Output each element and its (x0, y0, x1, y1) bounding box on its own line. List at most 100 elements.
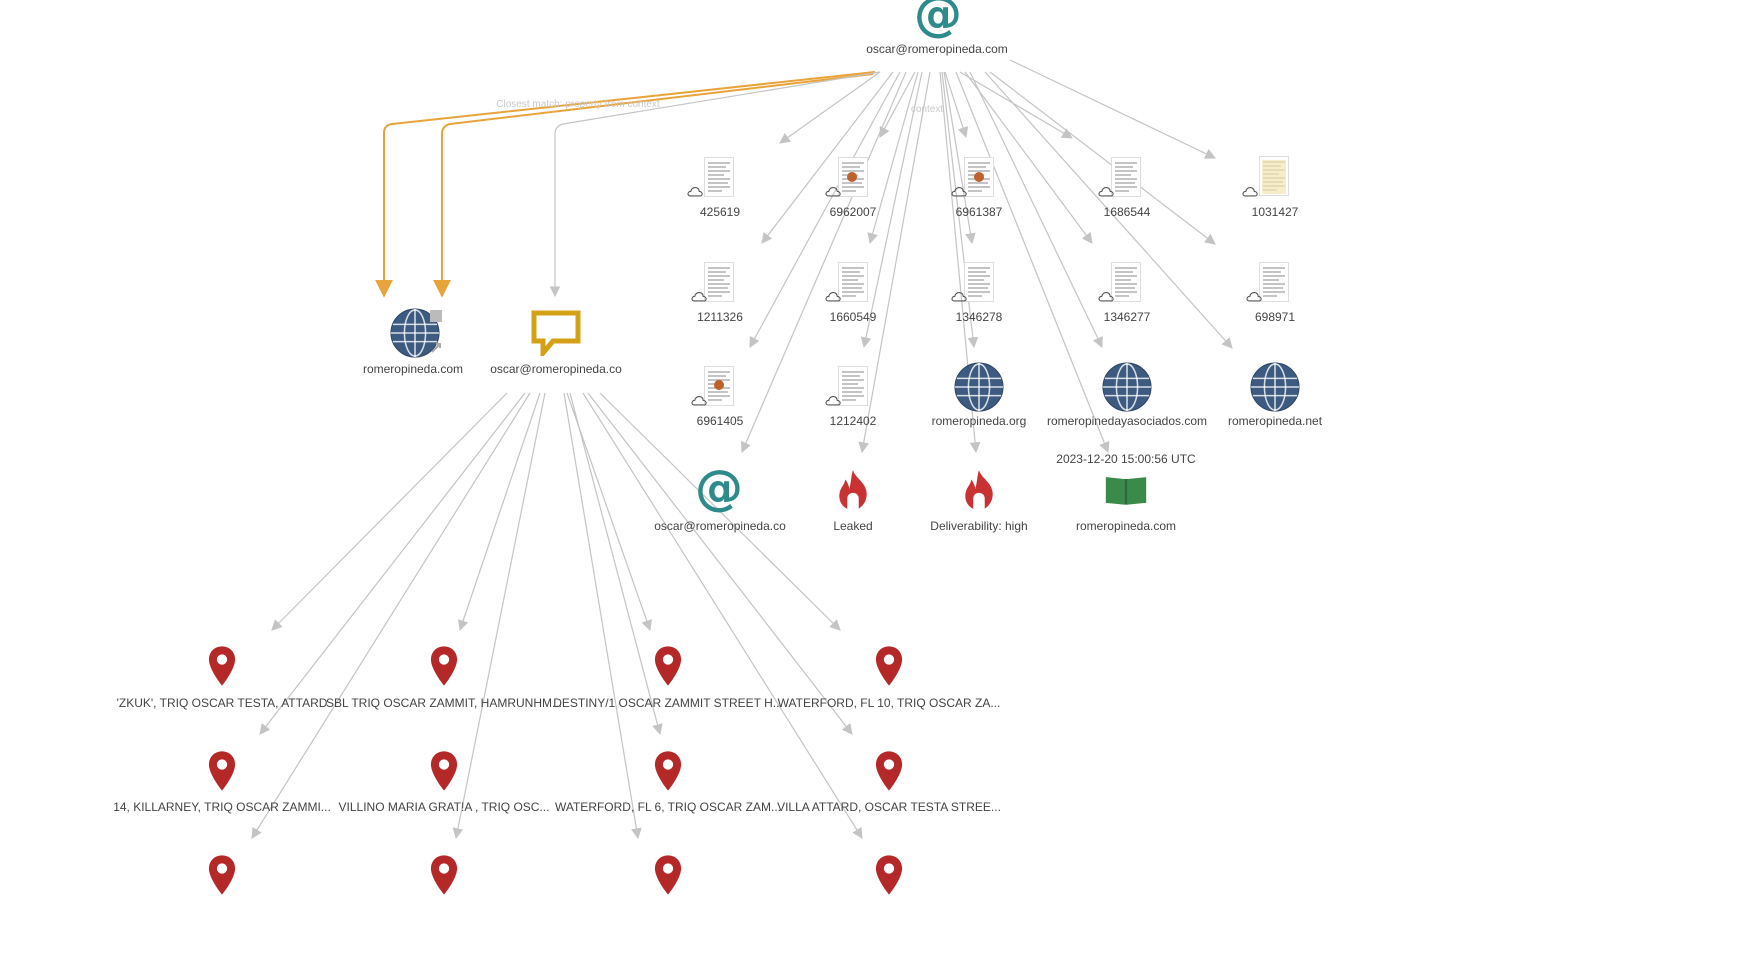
node-label: 6961387 (956, 205, 1003, 219)
globe-icon (954, 362, 1004, 412)
document-node[interactable]: 425619 (687, 157, 740, 220)
cloud-icon (1242, 187, 1258, 197)
edge (858, 71, 931, 454)
node-label: 1660549 (830, 310, 877, 324)
node-label: Deliverability: high (930, 519, 1027, 533)
domain-node[interactable]: romeropineda.org (932, 362, 1027, 428)
document-node[interactable]: 1686544 (1098, 157, 1151, 220)
node-label: WATERFORD, FL 10, TRIQ OSCAR ZA... (778, 696, 1001, 710)
cloud-icon (687, 187, 703, 197)
map-pin-icon (430, 855, 458, 895)
node-label: 'ZKUK', TRIQ OSCAR TESTA, ATTARD (117, 696, 328, 710)
address-node-partial[interactable] (654, 855, 682, 895)
document-icon (1111, 262, 1141, 302)
node-label: 1031427 (1252, 205, 1299, 219)
document-node[interactable]: 6961405 (691, 366, 744, 429)
root-node[interactable]: oscar@romeropineda.com (866, 0, 1008, 56)
address-node[interactable]: SBL TRIQ OSCAR ZAMMIT, HAMRUNHM... (326, 646, 562, 710)
edge (259, 392, 526, 735)
edge (943, 71, 976, 245)
node-label: 1346278 (956, 310, 1003, 324)
document-icon (1259, 262, 1289, 302)
node-label: romeropinedayasociados.com (1047, 414, 1207, 428)
document-node[interactable]: 1031427 (1242, 155, 1299, 220)
deliverability-node[interactable]: Deliverability: high (930, 469, 1028, 533)
map-pin-icon (208, 855, 236, 895)
document-node[interactable]: 1212402 (825, 366, 877, 429)
node-label: 698971 (1255, 310, 1295, 324)
document-node[interactable]: 6961387 (951, 157, 1003, 220)
edge (587, 392, 853, 735)
node-label: oscar@romeropineda.co (654, 519, 786, 533)
email-node[interactable]: oscar@romeropineda.co (654, 460, 786, 533)
chat-node-oscar[interactable]: oscar@romeropineda.co (490, 313, 622, 376)
node-label: VILLA ATTARD, OSCAR TESTA STREE... (777, 800, 1001, 814)
node-label: 6962007 (830, 205, 877, 219)
edge (582, 392, 863, 839)
edge (251, 392, 531, 839)
node-label: Leaked (833, 519, 872, 533)
document-node[interactable]: 1346277 (1098, 262, 1151, 325)
domain-node-romeropineda-com[interactable]: romeropineda.com (363, 308, 463, 376)
address-node-partial[interactable] (430, 855, 458, 895)
edge (779, 71, 881, 144)
address-node-partial[interactable] (875, 855, 903, 895)
edge (375, 71, 876, 298)
node-label: romeropineda.org (932, 414, 1027, 428)
node-label: 1686544 (1104, 205, 1151, 219)
address-node[interactable]: WATERFORD, FL 6, TRIQ OSCAR ZAM... (555, 751, 781, 814)
address-node[interactable]: WATERFORD, FL 10, TRIQ OSCAR ZA... (778, 646, 1001, 710)
node-label: romeropineda.com (1076, 519, 1176, 533)
domain-node[interactable]: romeropineda.net (1228, 362, 1323, 428)
address-node[interactable]: VILLINO MARIA GRAT!A , TRIQ OSC... (339, 751, 550, 814)
map-pin-icon (208, 646, 236, 686)
address-node[interactable]: 'ZKUK', TRIQ OSCAR TESTA, ATTARD (117, 646, 328, 710)
document-node[interactable]: 1346278 (951, 262, 1003, 325)
map-pin-icon (654, 855, 682, 895)
timestamp-label: 2023-12-20 15:00:56 UTC (1056, 452, 1196, 466)
edge (944, 71, 969, 139)
globe-icon (1250, 362, 1300, 412)
node-label: 6961405 (697, 414, 744, 428)
edge (452, 392, 546, 840)
expand-arrows-icon[interactable] (430, 310, 442, 353)
address-node[interactable]: DESTINY/1 OSCAR ZAMMIT STREET H... (553, 646, 783, 710)
edge (989, 71, 1216, 245)
address-node[interactable]: 14, KILLARNEY, TRIQ OSCAR ZAMMI... (113, 751, 331, 814)
document-icon (1111, 157, 1141, 197)
document-node[interactable]: 1660549 (825, 262, 877, 325)
document-node[interactable]: 1211326 (691, 262, 743, 325)
edge-label-closest-match: Closest match: property from context (496, 99, 660, 110)
document-node[interactable]: 698971 (1246, 262, 1295, 325)
document-node[interactable]: 6962007 (825, 157, 877, 220)
flame-icon (839, 469, 867, 511)
domain-node[interactable]: romeropinedayasociados.com (1047, 362, 1207, 428)
node-label: 1211326 (697, 310, 743, 324)
address-node[interactable]: VILLA ATTARD, OSCAR TESTA STREE... (777, 751, 1001, 814)
leak-node[interactable]: Leaked (833, 469, 873, 533)
document-icon (838, 366, 868, 406)
node-label: romeropineda.com (363, 362, 463, 376)
node-label: 1212402 (830, 414, 877, 428)
edge (879, 71, 916, 138)
book-icon (1105, 477, 1147, 505)
edge (955, 71, 1110, 454)
edge (569, 392, 663, 736)
edge (860, 71, 923, 349)
map-pin-icon (208, 751, 236, 791)
document-icon (704, 262, 734, 302)
root-node-label: oscar@romeropineda.com (866, 42, 1008, 56)
book-node[interactable]: 2023-12-20 15:00:56 UTC romeropineda.com (1056, 452, 1196, 533)
node-label: 1346277 (1104, 310, 1151, 324)
globe-icon (1102, 362, 1152, 412)
edge (964, 71, 1093, 244)
map-pin-icon (875, 646, 903, 686)
map-pin-icon (654, 646, 682, 686)
address-node-partial[interactable] (208, 855, 236, 895)
node-label: DESTINY/1 OSCAR ZAMMIT STREET H... (553, 696, 783, 710)
edge (740, 71, 907, 453)
edges-layer (251, 59, 1233, 840)
node-label: 425619 (700, 205, 740, 219)
document-icon (704, 157, 734, 197)
